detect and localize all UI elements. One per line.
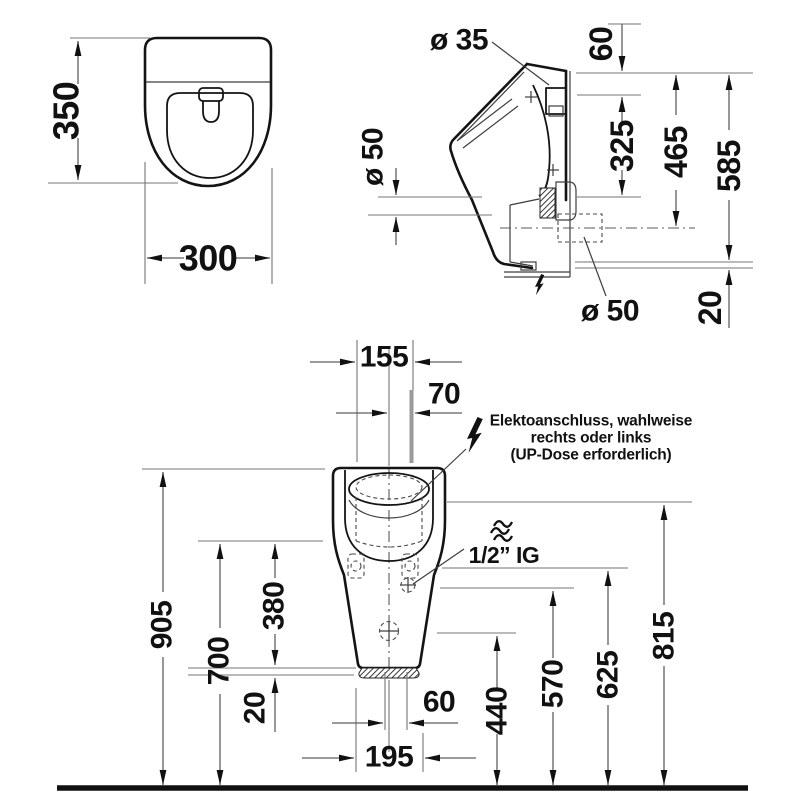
waves-icon <box>489 520 514 542</box>
dim-inlet-diameter: ø 35 <box>430 24 488 57</box>
electrical-note-line3: (UP-Dose erforderlich) <box>511 447 672 464</box>
fixing-holes <box>347 553 419 579</box>
dim-rim-height: 700 <box>203 637 236 686</box>
inlet-socket <box>545 87 567 115</box>
water-inlet-marker <box>400 577 416 593</box>
dim-top-offset: 60 <box>583 27 619 62</box>
outlet-foot <box>358 667 420 679</box>
dim-upper-edge-height: 815 <box>648 612 681 661</box>
electrical-note-line1: Elektoanschluss, wahlweise <box>490 413 693 430</box>
dim-drain-height: 440 <box>481 687 514 736</box>
dim-outlet-width: 60 <box>423 686 455 719</box>
side-view: ø 35 ø 50 60 325 465 585 20 ø 50 <box>357 23 753 328</box>
dim-drain-pipe-diameter: ø 50 <box>581 295 639 328</box>
fixing-marker <box>525 91 559 176</box>
dim-outlet-spacing: 195 <box>365 741 414 774</box>
dim-gap: 20 <box>239 692 272 724</box>
dim-conduit-height: 625 <box>592 651 625 700</box>
lightning-icon <box>467 417 483 453</box>
electrical-annotation: Elektoanschluss, wahlweise rechts oder l… <box>410 413 693 502</box>
dim-water-inlet-height: 570 <box>537 660 570 709</box>
water-annotation: 1/2” IG <box>412 520 540 585</box>
dim-lower-edge-height: 585 <box>711 140 747 192</box>
electrical-note-line2: rechts oder links <box>531 430 652 447</box>
dim-front-width: 300 <box>179 238 238 279</box>
dim-body-height: 380 <box>258 582 291 631</box>
dim-conduit-offset: 70 <box>428 378 460 411</box>
front-view: 350 300 <box>46 36 273 284</box>
water-note: 1/2” IG <box>469 542 540 568</box>
dim-front-height: 350 <box>46 82 87 141</box>
flush-spout <box>198 87 224 102</box>
dim-outlet-diameter: ø 50 <box>357 128 390 186</box>
dim-fixing-height: 325 <box>604 120 640 172</box>
dim-outlet-center-height: 465 <box>658 126 694 178</box>
dim-overall-height: 905 <box>146 601 179 650</box>
dim-rim-width: 155 <box>360 341 409 374</box>
lightning-icon <box>535 274 545 296</box>
installation-view: 155 70 905 700 380 20 440 570 625 <box>57 340 748 791</box>
dim-floor-clearance: 20 <box>692 291 728 326</box>
outlet-gasket <box>539 187 556 219</box>
drain-marker <box>378 620 400 642</box>
